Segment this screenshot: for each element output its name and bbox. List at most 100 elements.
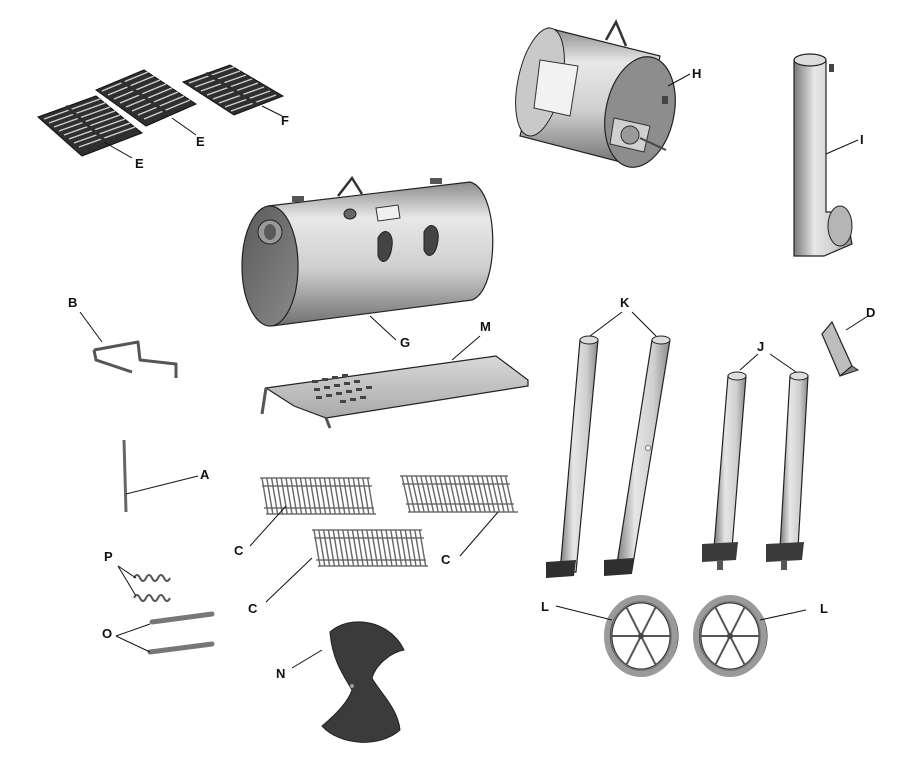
wheel-rim [693, 595, 767, 677]
rack-rod [346, 529, 355, 567]
rack-rod [294, 477, 303, 515]
label-d: D [866, 305, 876, 320]
rack-rod [495, 475, 505, 513]
label-c-left: C [234, 543, 244, 558]
rack-rod [399, 529, 408, 567]
label-l-left: L [541, 599, 549, 614]
wire-rack-c-bottom [265, 529, 428, 603]
rack-rod [332, 529, 340, 567]
wheel-l-left [604, 595, 679, 677]
rack-rod [285, 477, 293, 515]
rack-rod [261, 477, 269, 515]
rack-rod [309, 477, 317, 515]
rack-rod [457, 475, 468, 513]
rack-rod [380, 529, 388, 567]
rack-rod [318, 529, 326, 567]
rack-rod [270, 477, 279, 515]
rack-rod [415, 475, 425, 513]
wheel-hub [727, 633, 733, 639]
rack-rod [299, 477, 308, 515]
rack-rod [394, 529, 403, 567]
rack-rod [401, 475, 411, 513]
label-p: P [104, 549, 113, 564]
rack-rod [304, 477, 312, 515]
rack-rod [390, 529, 398, 567]
label-h: H [692, 66, 702, 81]
rack-rod [434, 475, 444, 513]
label-a: A [200, 467, 210, 482]
bracket-d [821, 315, 869, 377]
rack-rod [385, 529, 393, 567]
rack-rod [420, 475, 430, 513]
axles-o [115, 611, 215, 655]
rack-rod [357, 477, 365, 515]
label-n: N [276, 666, 286, 681]
rack-rod [404, 529, 412, 567]
leaders-e-f [103, 105, 283, 159]
rack-rod [352, 477, 360, 515]
short-legs-j [702, 353, 809, 570]
rack-rod [504, 475, 515, 513]
rack-rod [443, 475, 453, 513]
rack-rod [327, 529, 336, 567]
rack-rod [490, 475, 500, 513]
rack-rod [280, 477, 288, 515]
rack-rod [485, 475, 496, 513]
label-o: O [102, 626, 113, 641]
rack-rod [290, 477, 298, 515]
label-l-right: L [820, 601, 828, 616]
rack-rod [453, 475, 463, 513]
cooking-grate-f [181, 64, 285, 116]
rack-rod [406, 475, 416, 513]
rack-rod [356, 529, 364, 567]
cooking-grate-e-middle [94, 69, 198, 127]
rack-rod [471, 475, 482, 513]
wheel-l-right [693, 595, 768, 677]
rack-rod [438, 475, 449, 513]
label-e-middle: E [196, 134, 205, 149]
label-j: J [757, 339, 765, 354]
rack-rod [314, 477, 322, 515]
rack-rod [328, 477, 336, 515]
rack-rod [410, 475, 421, 513]
smokestack-i [793, 53, 859, 257]
main-chamber-g [241, 175, 494, 341]
wire-rack-c-right [400, 475, 518, 557]
rack-rod [337, 529, 345, 567]
rack-rod [366, 529, 374, 567]
rack-rod [333, 477, 341, 515]
rack-rod [414, 529, 422, 567]
rack-rod [322, 529, 331, 567]
long-legs-k [546, 311, 671, 578]
rack-rod [462, 475, 472, 513]
rack-rod [409, 529, 417, 567]
label-f: F [281, 113, 289, 128]
rack-rod [342, 477, 351, 515]
front-shelf-m [260, 335, 529, 429]
rack-rod [467, 475, 477, 513]
leaders-l [555, 605, 807, 621]
rack-rod [370, 529, 379, 567]
wheel-hub [638, 633, 644, 639]
heat-baffle-n [291, 621, 405, 743]
rack-rod [500, 475, 510, 513]
rack-rod [313, 529, 321, 567]
label-b: B [68, 295, 78, 310]
rack-rod [476, 475, 486, 513]
rack-rod [266, 477, 274, 515]
rack-rod [362, 477, 370, 515]
rod-a [122, 439, 199, 513]
label-k: K [620, 295, 630, 310]
springs-p [117, 565, 171, 602]
rack-rod [366, 477, 375, 515]
wire-rack-c-left [249, 477, 376, 547]
label-c-bottom: C [248, 601, 258, 616]
label-c-right: C [441, 552, 451, 567]
rack-rod [351, 529, 360, 567]
rack-rod [323, 477, 332, 515]
label-e-left: E [135, 156, 144, 171]
wire-handle-b [79, 311, 178, 378]
rack-rod [448, 475, 458, 513]
rack-rod [338, 477, 346, 515]
